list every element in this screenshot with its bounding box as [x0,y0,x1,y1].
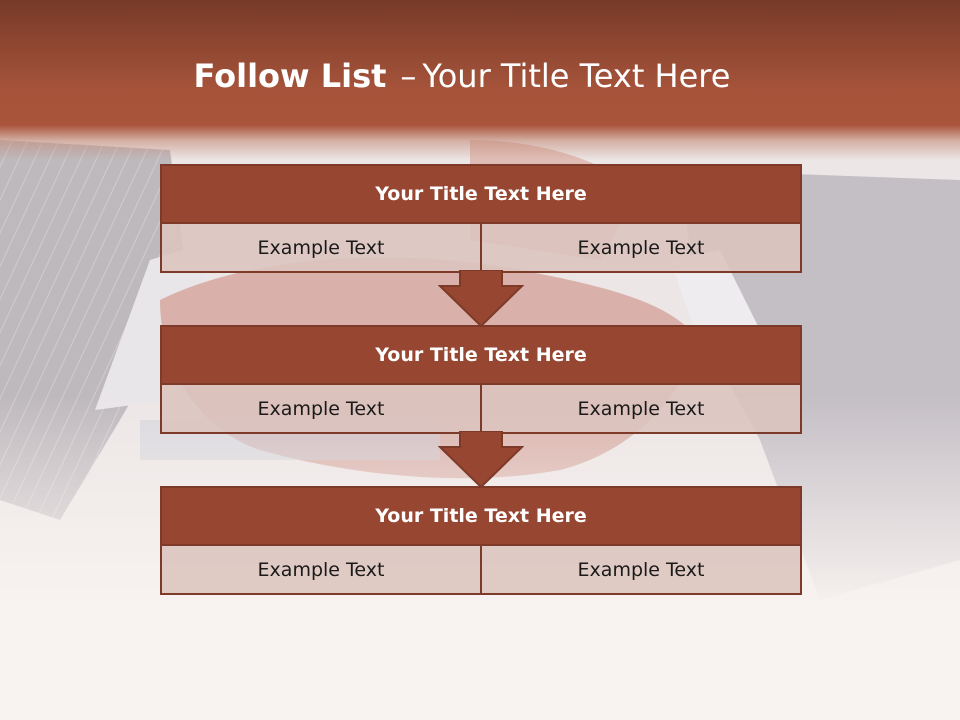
slide-title-bold: Follow List [193,57,387,95]
step-cell-right: Example Text [480,546,800,593]
slide-title: Follow List–Your Title Text Here [0,52,942,100]
step-title: Your Title Text Here [162,166,800,224]
down-arrow-icon [438,431,524,489]
step-cell-right: Example Text [480,385,800,432]
step-title: Your Title Text Here [162,488,800,546]
step-cell-left: Example Text [162,546,480,593]
header-band [0,0,960,160]
step-block: Your Title Text Here Example Text Exampl… [160,164,802,273]
down-arrow-icon [438,270,524,328]
step-title: Your Title Text Here [162,327,800,385]
step-cell-left: Example Text [162,385,480,432]
slide-title-rest: Your Title Text Here [422,57,731,95]
step-block: Your Title Text Here Example Text Exampl… [160,325,802,434]
step-row: Example Text Example Text [162,385,800,432]
step-cell-right: Example Text [480,224,800,271]
step-cell-left: Example Text [162,224,480,271]
step-row: Example Text Example Text [162,546,800,593]
step-block: Your Title Text Here Example Text Exampl… [160,486,802,595]
step-row: Example Text Example Text [162,224,800,271]
slide-title-separator: – [400,57,417,95]
